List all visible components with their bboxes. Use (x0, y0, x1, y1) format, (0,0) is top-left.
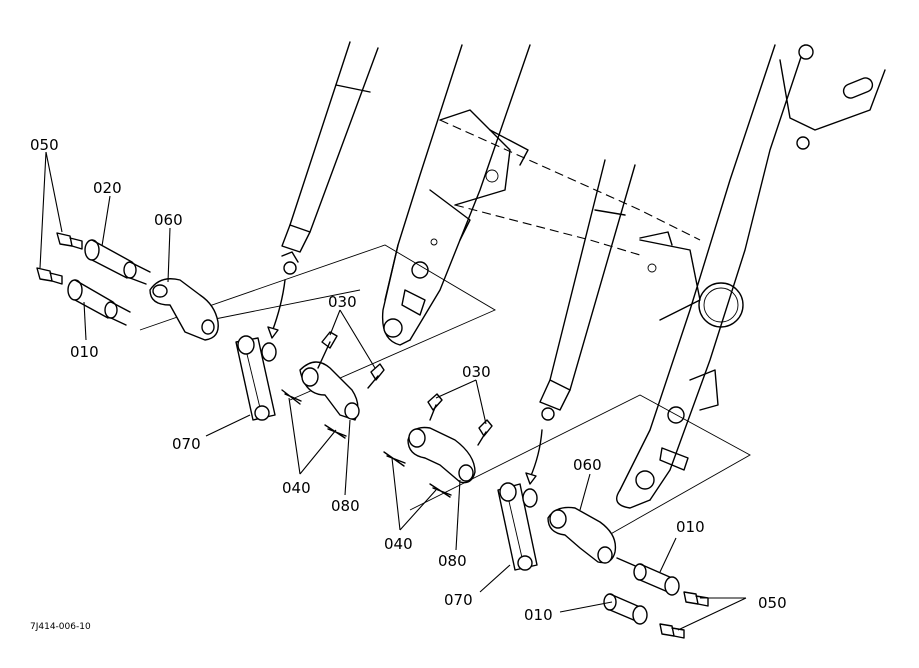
callout-040-right: 040 (384, 535, 413, 553)
cotter-pin-040-b (324, 424, 347, 439)
cotter-pin-040-c (383, 451, 406, 467)
callout-labels: 050 020 060 010 030 070 040 080 030 060 … (30, 136, 787, 632)
callout-040-left: 040 (282, 479, 311, 497)
cotter-pin-040-a (281, 389, 302, 405)
pin-020 (84, 239, 151, 285)
callout-070-right: 070 (444, 591, 473, 609)
pin-010-right-upper (616, 557, 680, 596)
bolt-030-c (427, 393, 443, 421)
grease-fitting-050-right-lower (659, 623, 685, 639)
callout-030-left: 030 (328, 293, 357, 311)
callout-010-right-upper: 010 (676, 518, 705, 536)
callout-050-left: 050 (30, 136, 59, 154)
bracket-080-right (407, 426, 476, 484)
leader-lines (39, 151, 747, 631)
callout-020-left: 020 (93, 179, 122, 197)
grease-fitting-050-lower (36, 267, 63, 285)
callout-080-right: 080 (438, 552, 467, 570)
left-attachment-group (36, 232, 385, 439)
pin-010-right-lower (603, 593, 648, 625)
callout-070-left: 070 (172, 435, 201, 453)
link-070 (235, 335, 277, 421)
callout-010-right-lower: 010 (524, 606, 553, 624)
bracket-060 (149, 278, 219, 341)
link-070-right (497, 482, 538, 571)
bolt-030-d (477, 419, 493, 446)
bolt-030-b (367, 363, 385, 389)
callout-060-right: 060 (573, 456, 602, 474)
grease-fitting-050-upper (56, 232, 83, 250)
figure-id: 7J414-006-10 (30, 622, 91, 632)
callout-060-left: 060 (154, 211, 183, 229)
callout-080-left: 080 (331, 497, 360, 515)
loader-frame (281, 41, 886, 509)
callout-010-left: 010 (70, 343, 99, 361)
bolt-030-a (317, 331, 338, 369)
callout-050-right: 050 (758, 594, 787, 612)
callout-030-right: 030 (462, 363, 491, 381)
bracket-060-right (547, 506, 617, 564)
cotter-pin-040-d (429, 483, 452, 498)
pin-010 (67, 279, 131, 326)
bracket-080 (299, 361, 360, 421)
right-attachment-group (383, 393, 709, 639)
assembly-guide-lines (139, 244, 751, 541)
grease-fitting-050-right-upper (683, 591, 709, 607)
